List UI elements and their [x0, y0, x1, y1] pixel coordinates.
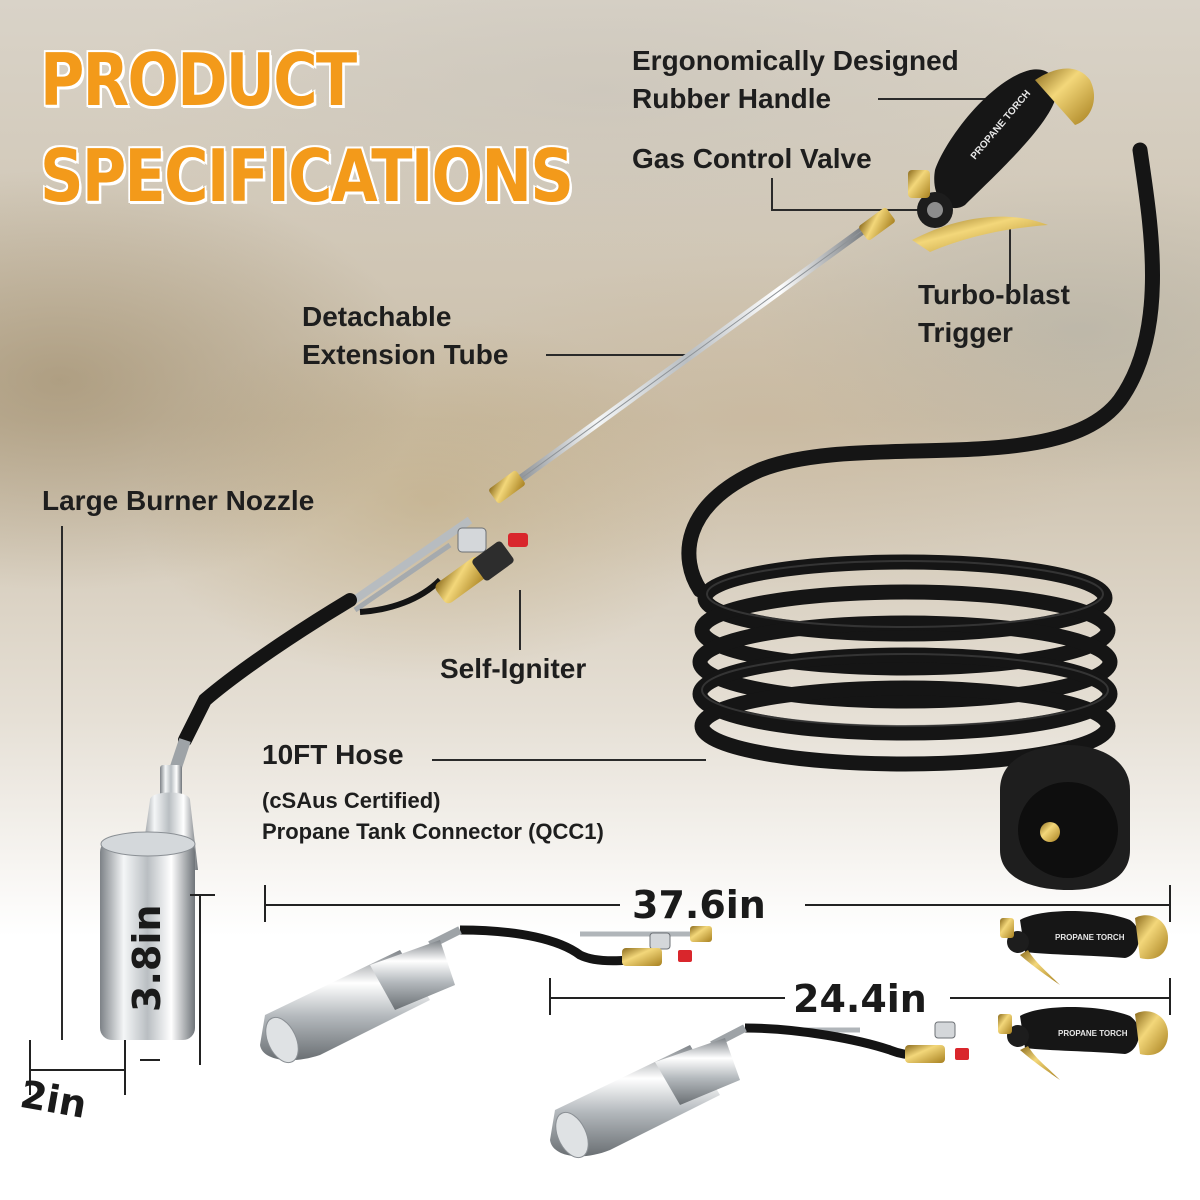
full-length-dimension: 37.6in: [632, 883, 766, 927]
igniter-label: Self-Igniter: [440, 653, 587, 684]
title-line-2: SPECIFICATIONS: [40, 134, 574, 218]
title-line-1: PRODUCT: [40, 38, 357, 122]
nozzle-dimension-lines: [29, 894, 215, 1095]
trigger-label-line-1: Turbo-blast: [918, 279, 1070, 310]
trigger-label-line-2: Trigger: [918, 317, 1013, 348]
hose-label: 10FT Hose: [262, 739, 404, 770]
length-dimension-lines: [264, 885, 1171, 1015]
handle-label-line-1: Ergonomically Designed: [632, 45, 959, 76]
tube-label-line-1: Detachable: [302, 301, 452, 332]
torch-handle: PROPANE TORCH: [908, 68, 1095, 252]
long-torch-diagram: PROPANE TORCH: [260, 911, 1168, 1064]
handle-label-line-2: Rubber Handle: [632, 83, 832, 114]
connector-label: Propane Tank Connector (QCC1): [262, 819, 604, 844]
nozzle-height-dimension: 3.8in: [125, 904, 169, 1012]
tube-label-line-2: Extension Tube: [302, 339, 509, 370]
igniter-assembly: [435, 527, 528, 604]
short-length-dimension: 24.4in: [793, 977, 927, 1021]
nozzle-label: Large Burner Nozzle: [42, 485, 315, 516]
certified-label: (cSAus Certified): [262, 788, 441, 813]
burner-nozzle: [100, 738, 198, 1040]
short-torch-diagram: PROPANE TORCH: [550, 1007, 1168, 1159]
coiled-hose: [681, 142, 1160, 808]
nozzle-width-dimension: 2in: [16, 1072, 91, 1127]
valve-label: Gas Control Valve: [632, 143, 872, 174]
tank-connector: [1000, 745, 1130, 890]
short-handle-print: PROPANE TORCH: [1058, 1029, 1128, 1038]
long-handle-print: PROPANE TORCH: [1055, 933, 1125, 942]
